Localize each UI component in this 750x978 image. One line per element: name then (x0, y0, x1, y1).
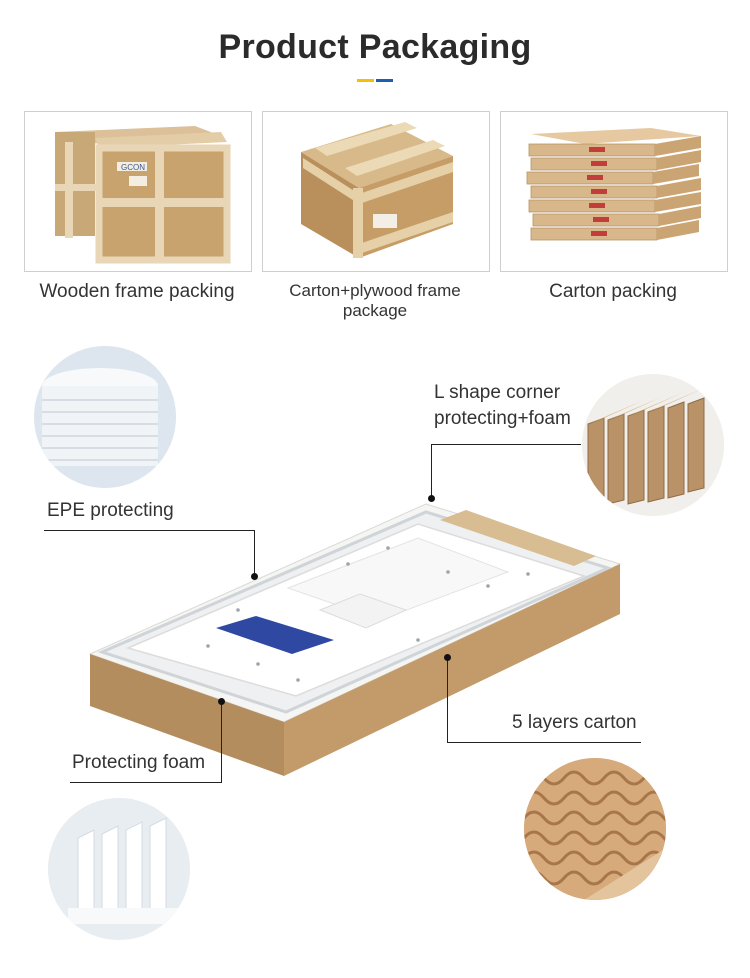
carton-plywood-box-image (262, 111, 490, 272)
corrugated-carton-image (524, 758, 666, 900)
carton-stack-image (500, 111, 728, 272)
leader-dot (444, 654, 451, 661)
protecting-foam-image (48, 798, 190, 940)
callout-5-layers-carton: 5 layers carton (512, 712, 637, 733)
callout-epe-protecting: EPE protecting (47, 500, 174, 521)
page-title: Product Packaging (218, 28, 532, 66)
leader-dot (428, 495, 435, 502)
title-accent-blue (376, 79, 393, 82)
leader-line (254, 530, 255, 576)
leader-line (44, 530, 255, 531)
callout-corner-line2: protecting+foam (434, 408, 571, 429)
callout-protecting-foam: Protecting foam (72, 752, 206, 773)
l-shape-corner-image (582, 374, 724, 516)
crate-stamp: GCON (121, 163, 145, 172)
title-accent-yellow (357, 79, 374, 82)
epe-foam-roll-image (34, 346, 176, 488)
caption-carton-packing: Carton packing (549, 281, 677, 302)
opened-panel-box-image (88, 490, 624, 780)
caption-wooden-frame: Wooden frame packing (39, 281, 235, 302)
wooden-crate-image: GCON (24, 111, 252, 272)
leader-line (447, 742, 641, 743)
leader-line (70, 782, 222, 783)
caption-carton-plywood: Carton+plywood frame package (289, 281, 461, 320)
leader-dot (251, 573, 258, 580)
leader-line (431, 444, 432, 498)
leader-line (447, 658, 448, 743)
leader-dot (218, 698, 225, 705)
leader-line (431, 444, 581, 445)
leader-line (221, 702, 222, 783)
callout-corner-line1: L shape corner (434, 382, 561, 403)
packaging-detail-illustration: EPE protecting L shape corner protecting… (0, 330, 750, 978)
